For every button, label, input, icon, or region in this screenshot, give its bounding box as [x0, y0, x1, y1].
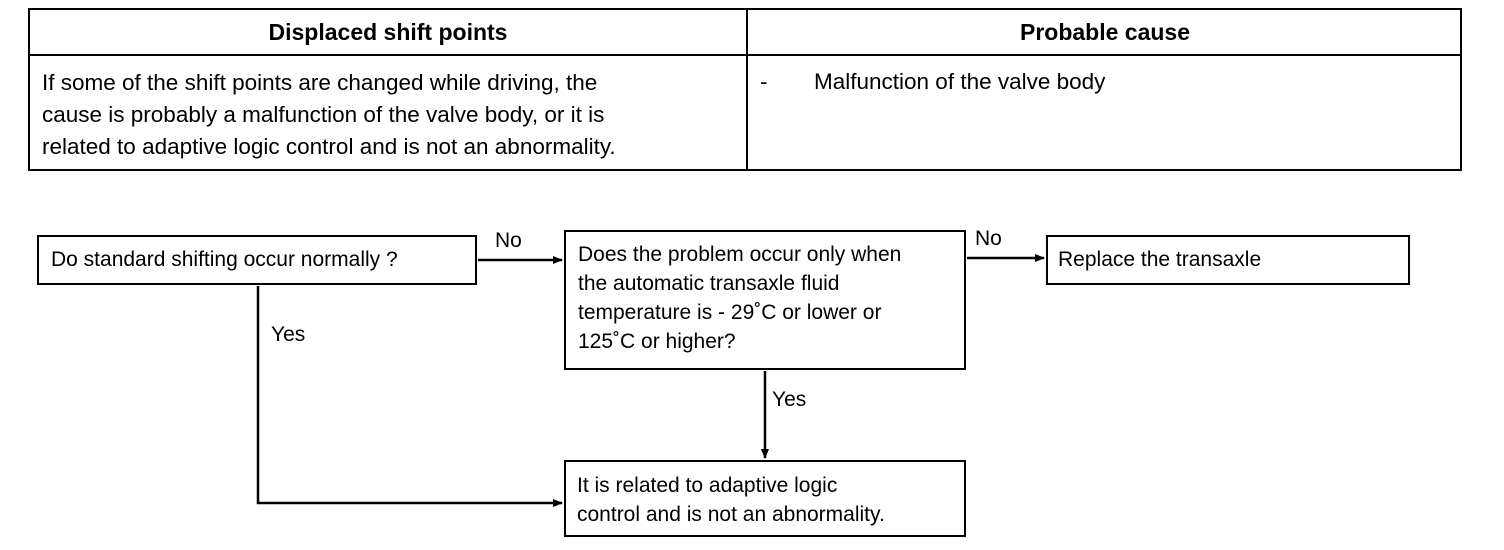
- label-yes-q1: Yes: [271, 323, 306, 346]
- label-no-q1: No: [495, 229, 522, 252]
- question-fluid-temperature: Does the problem occur only when the aut…: [564, 230, 966, 370]
- label-yes-q2: Yes: [772, 388, 807, 411]
- arrow-q1-yes: [256, 286, 563, 507]
- label-no-q2: No: [975, 227, 1002, 250]
- description-line: cause is probably a malfunction of the v…: [42, 102, 605, 127]
- question-line: 125˚C or higher?: [578, 330, 736, 353]
- table-header-divider: [30, 54, 1460, 56]
- cause-bullet: -: [760, 69, 768, 94]
- header-probable-cause: Probable cause: [1019, 18, 1191, 45]
- action-replace-transaxle: Replace the transaxle: [1046, 235, 1410, 285]
- result-line: control and is not an abnormality.: [577, 503, 885, 526]
- cause-text: Malfunction of the valve body: [814, 69, 1106, 94]
- probable-cause-item: - Malfunction of the valve body: [760, 66, 1450, 98]
- header-symptom: Displaced shift points: [268, 18, 508, 45]
- troubleshooting-table: Displaced shift points Probable cause If…: [28, 8, 1462, 171]
- description-line: related to adaptive logic control and is…: [42, 134, 616, 159]
- result-line: It is related to adaptive logic: [577, 474, 838, 497]
- symptom-description: If some of the shift points are changed …: [42, 67, 742, 163]
- table-column-divider: [746, 10, 748, 169]
- description-line: If some of the shift points are changed …: [42, 70, 598, 95]
- question-line: Does the problem occur only when: [578, 243, 902, 266]
- question-line: temperature is - 29˚C or lower or: [578, 301, 882, 324]
- result-adaptive-logic: It is related to adaptive logic control …: [564, 460, 966, 537]
- question-standard-shifting: Do standard shifting occur normally ?: [37, 235, 477, 285]
- question-line: the automatic transaxle fluid: [578, 272, 840, 295]
